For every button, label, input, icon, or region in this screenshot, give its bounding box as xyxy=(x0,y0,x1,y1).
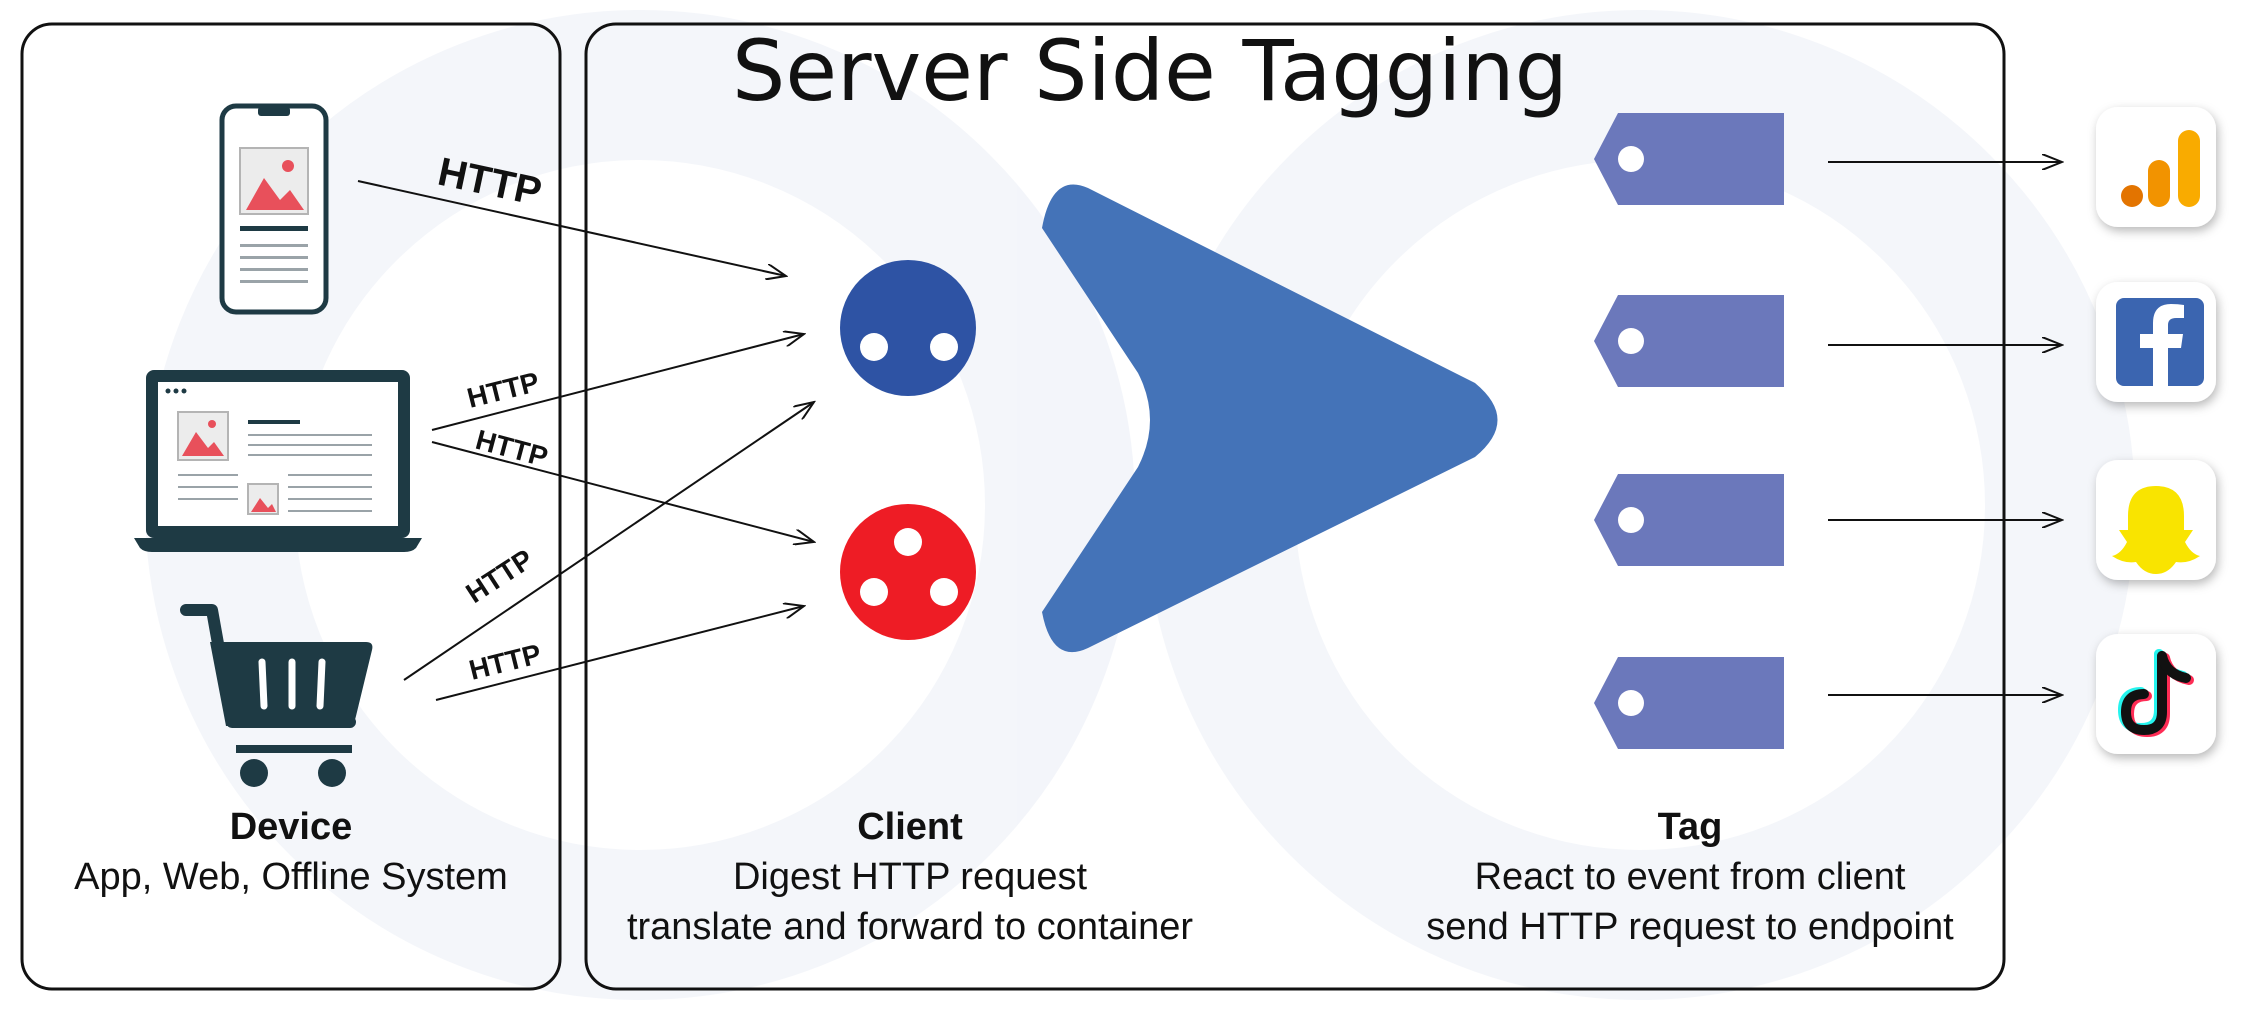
http-label: HTTP xyxy=(464,366,542,414)
client-caption: Client Digest HTTP request translate and… xyxy=(580,802,1240,952)
cart-to-red-client-arrow xyxy=(435,606,804,701)
tag-caption: Tag React to event from client send HTTP… xyxy=(1380,802,2000,952)
endpoint-connections xyxy=(1828,162,2062,695)
tag-icon xyxy=(1594,295,1784,387)
laptop-to-red-client-arrow xyxy=(431,441,814,542)
device-caption: Device App, Web, Offline System xyxy=(22,802,560,902)
shopping-cart-icon xyxy=(180,604,373,787)
http-connections xyxy=(357,180,814,701)
device-description: App, Web, Offline System xyxy=(74,856,508,898)
client-description-line: translate and forward to container xyxy=(626,906,1194,948)
http-label: HTTP xyxy=(460,543,538,609)
laptop-icon xyxy=(134,370,422,552)
red-client-icon xyxy=(840,504,976,640)
http-label: HTTP xyxy=(466,638,544,686)
laptop-to-blue-client-arrow xyxy=(431,334,804,431)
tag-icon xyxy=(1594,474,1784,566)
facebook-icon xyxy=(2096,282,2216,402)
google-analytics-icon xyxy=(2096,107,2216,227)
tag-icon xyxy=(1594,113,1784,205)
phone-to-blue-client-arrow xyxy=(357,180,786,276)
container-chevron-icon xyxy=(1042,184,1498,653)
server-container-panel xyxy=(584,22,2006,991)
tiktok-icon xyxy=(2096,634,2216,754)
tag-description-line: React to event from client xyxy=(1474,856,1906,898)
client-description-line: Digest HTTP request xyxy=(732,856,1088,898)
cart-to-blue-client-arrow xyxy=(403,402,814,681)
diagram-title: Server Side Tagging xyxy=(732,22,1568,120)
blue-client-icon xyxy=(840,260,976,396)
tag-description-line: send HTTP request to endpoint xyxy=(1426,906,1954,948)
http-label: HTTP xyxy=(472,424,551,473)
smartphone-icon xyxy=(219,103,329,315)
device-panel xyxy=(20,22,562,991)
client-heading: Client xyxy=(857,806,963,848)
snapchat-icon xyxy=(2096,460,2216,580)
tag-icon xyxy=(1594,657,1784,749)
device-heading: Device xyxy=(229,806,353,848)
tag-heading: Tag xyxy=(1657,806,1723,848)
